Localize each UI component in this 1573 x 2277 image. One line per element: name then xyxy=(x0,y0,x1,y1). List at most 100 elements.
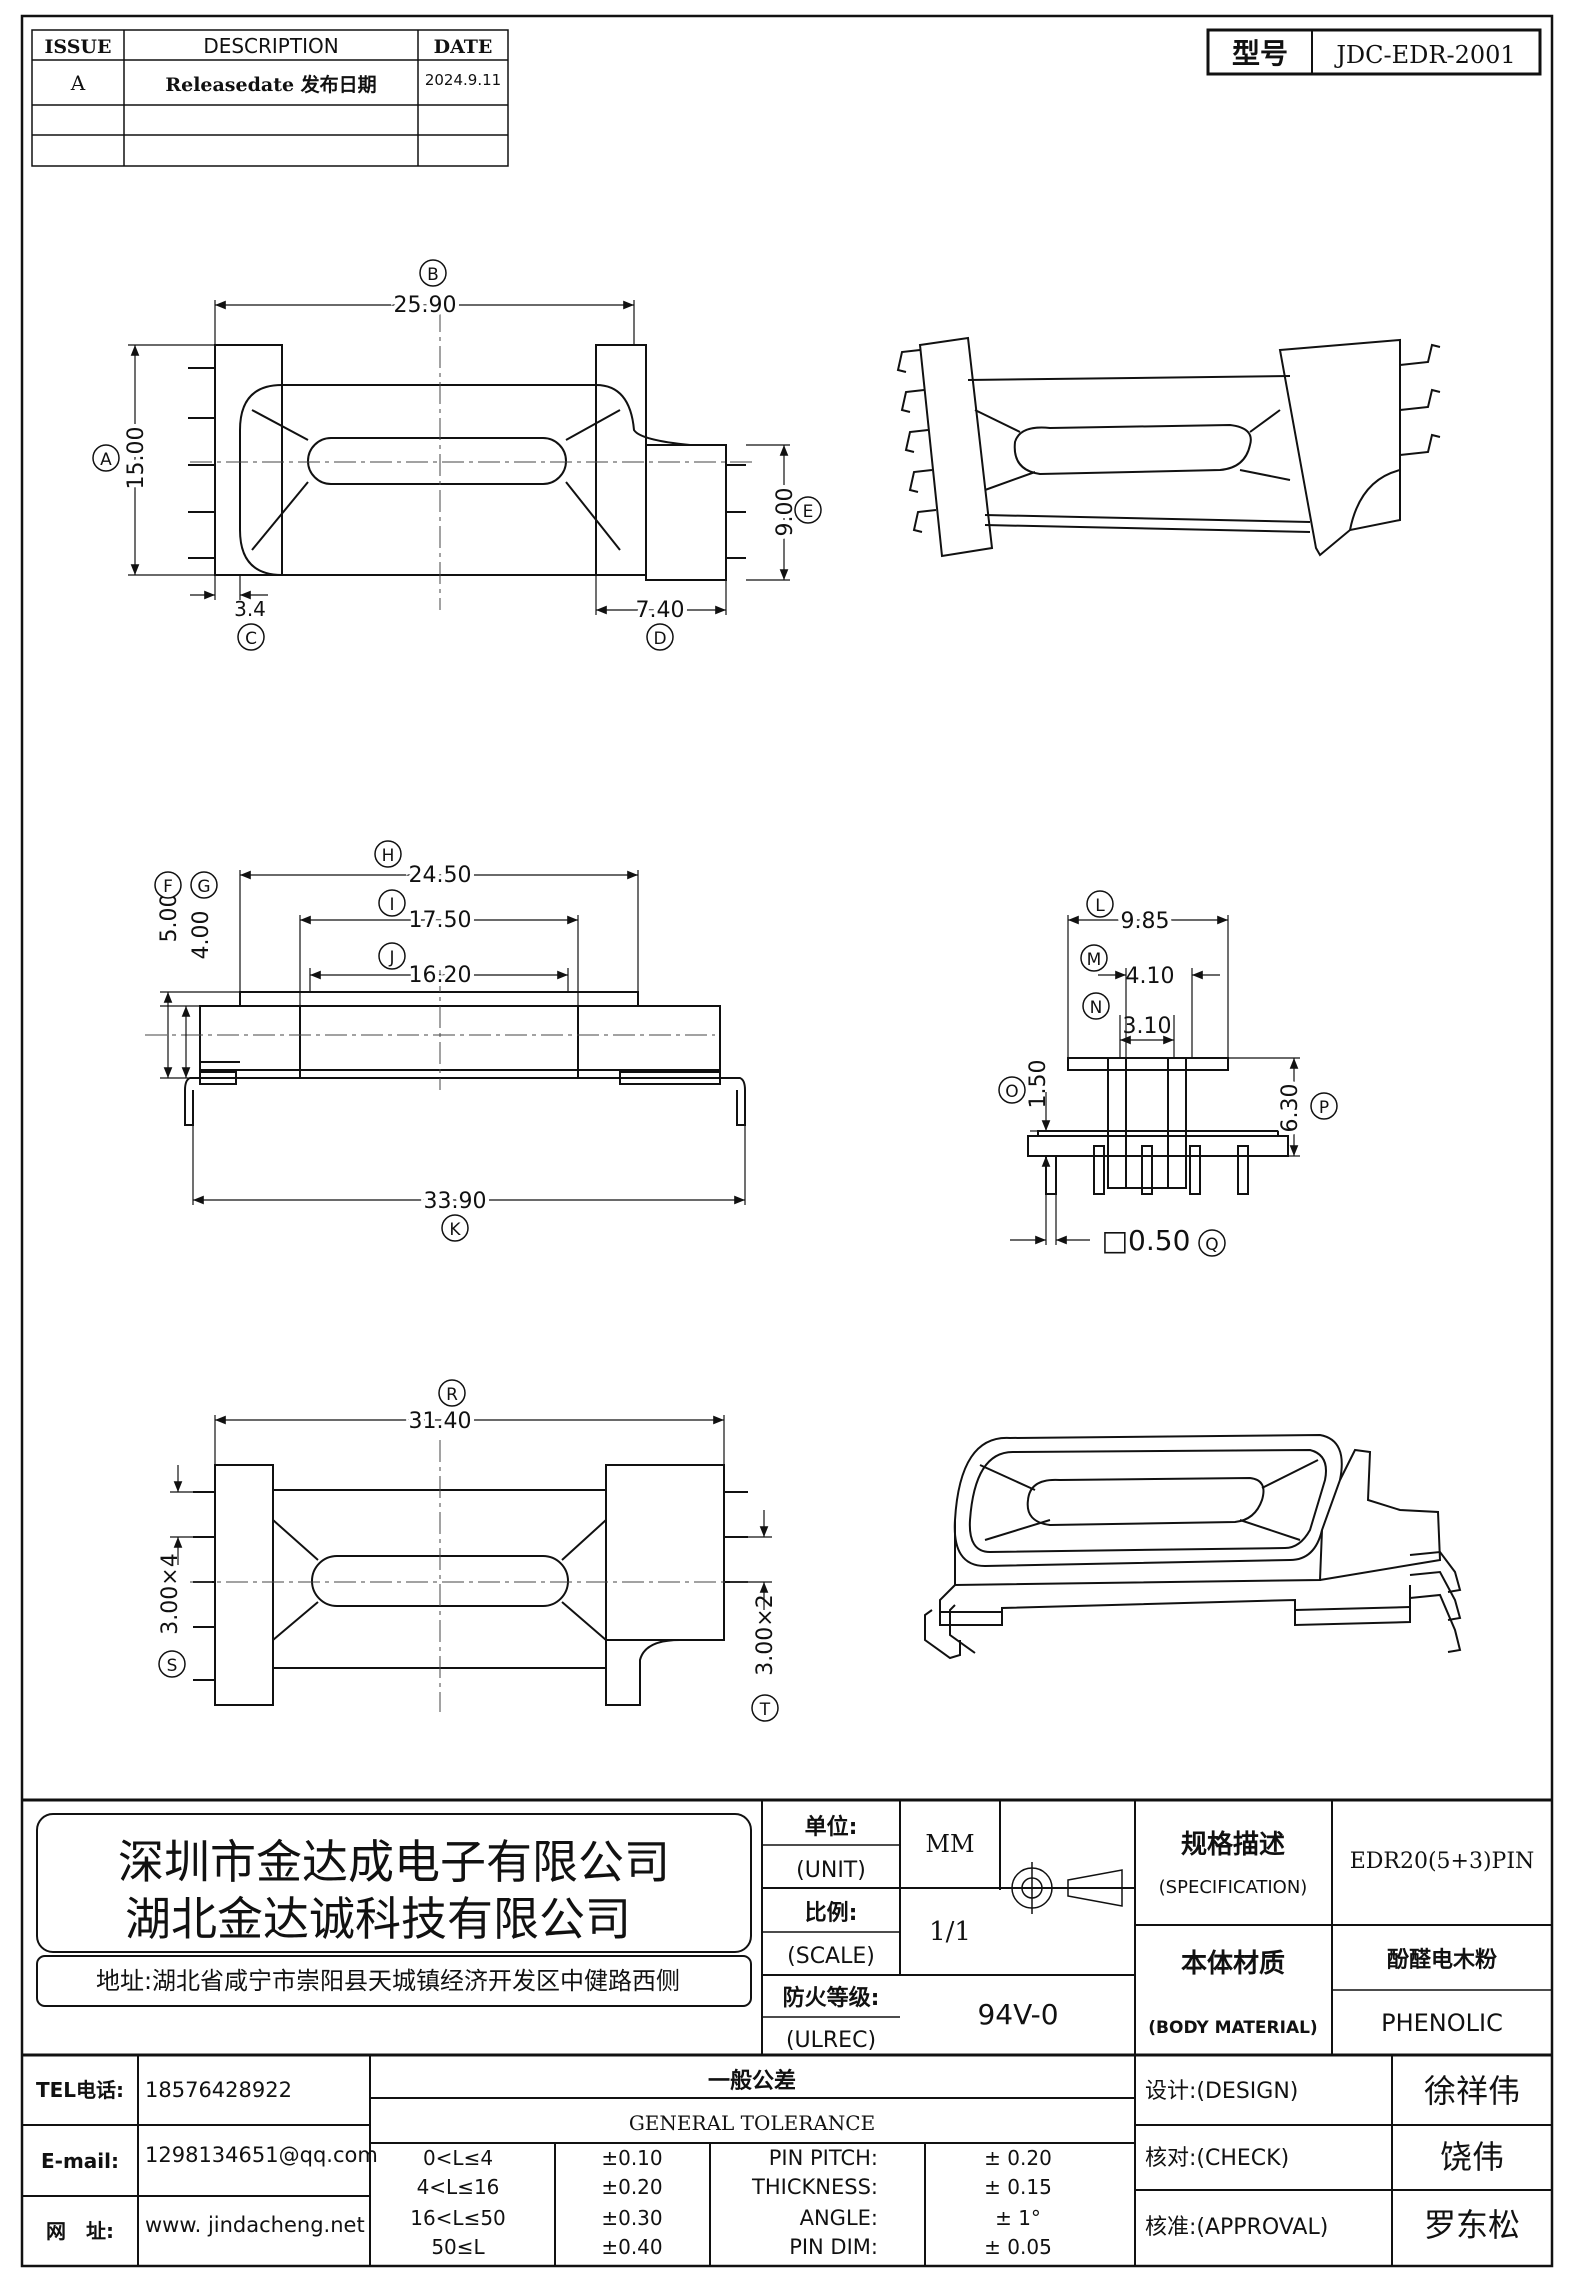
bottom-view-dims xyxy=(170,1415,772,1610)
title-block-lines xyxy=(22,1798,1552,2266)
top-view xyxy=(188,344,746,581)
model-value: JDC-EDR-2001 xyxy=(1333,41,1515,69)
scale-value: 1/1 xyxy=(929,1917,971,1947)
material-value-cn: 酚醛电木粉 xyxy=(1387,1948,1497,1973)
revision-table xyxy=(31,29,509,167)
spec-value: EDR20(5+3)PIN xyxy=(1350,1849,1535,1874)
spec-row-label-3: PIN DIM: xyxy=(789,2235,878,2259)
tag-i: I xyxy=(389,895,394,915)
tolerance-title-cn: 一般公差 xyxy=(708,2068,796,2094)
dim-k-value: 33.90 xyxy=(424,1189,487,1214)
tolerance-range-0: 0<L≤4 xyxy=(423,2146,493,2170)
issue-cell: A xyxy=(70,71,86,95)
tag-d: D xyxy=(653,629,666,649)
unit-label-en: (UNIT) xyxy=(796,1858,866,1883)
scale-label-en: (SCALE) xyxy=(787,1944,875,1969)
tag-r: R xyxy=(446,1385,458,1405)
tag-m: M xyxy=(1087,950,1102,970)
top-view-dims xyxy=(128,300,790,615)
end-view xyxy=(1027,1057,1289,1195)
dim-d-value: 7.40 xyxy=(636,598,685,623)
tolerance-value-2: ±0.30 xyxy=(601,2206,662,2230)
dim-i-value: 17.50 xyxy=(409,908,472,933)
dim-s-value: 3.00×4 xyxy=(158,1553,183,1634)
tag-p: P xyxy=(1319,1098,1329,1118)
company-name-1: 深圳市金达成电子有限公司 xyxy=(118,1835,670,1889)
sheet-border xyxy=(20,14,1554,2268)
dim-m-value: 4.10 xyxy=(1126,964,1175,989)
tag-e: E xyxy=(803,502,814,522)
tag-h: H xyxy=(382,846,395,866)
dim-e-value: 9.00 xyxy=(773,488,798,537)
dim-h-value: 24.50 xyxy=(409,863,472,888)
spec-row-label-2: ANGLE: xyxy=(800,2206,878,2230)
tag-f: F xyxy=(163,877,173,897)
dim-f-value: 5.00 xyxy=(157,894,182,943)
web-value: www. jindacheng.net xyxy=(145,2213,365,2237)
dim-g-value: 4.00 xyxy=(189,911,214,960)
spec-row-label-1: THICKNESS: xyxy=(751,2175,878,2199)
date-header: DATE xyxy=(434,36,493,58)
dim-b-value: 25.90 xyxy=(394,293,457,318)
approval-label: 核准:(APPROVAL) xyxy=(1145,2215,1328,2240)
spec-label-cn: 规格描述 xyxy=(1181,1829,1285,1860)
tag-g: G xyxy=(197,877,210,897)
tolerance-title-en: GENERAL TOLERANCE xyxy=(629,2111,875,2135)
tag-circles-view3 xyxy=(998,890,1338,1257)
tag-circles-view1 xyxy=(92,259,822,651)
spec-row-value-3: ± 0.05 xyxy=(984,2235,1052,2259)
fire-label-cn: 防火等级: xyxy=(783,1985,880,2011)
tolerance-value-3: ±0.40 xyxy=(601,2235,662,2259)
unit-value: MM xyxy=(925,1830,974,1858)
side-view-centerline xyxy=(145,970,715,1090)
tag-circles-view4 xyxy=(158,1379,779,1722)
end-view-dims xyxy=(1010,915,1300,1245)
design-value: 徐祥伟 xyxy=(1424,2072,1520,2110)
tolerance-value-0: ±0.10 xyxy=(601,2146,662,2170)
tag-s: S xyxy=(167,1656,178,1676)
tolerance-value-1: ±0.20 xyxy=(601,2175,662,2199)
tag-l: L xyxy=(1095,896,1105,916)
web-label: 网 址: xyxy=(46,2219,114,2243)
scale-label-cn: 比例: xyxy=(805,1901,858,1926)
iso-view-bottom xyxy=(924,1433,1462,1660)
tag-a: A xyxy=(100,450,112,470)
tag-circles-view2 xyxy=(154,840,469,1242)
dim-n-value: 3.10 xyxy=(1123,1014,1172,1039)
fire-label-en: (ULREC) xyxy=(786,2028,876,2053)
spec-row-value-2: ± 1° xyxy=(995,2206,1041,2230)
model-box xyxy=(1206,28,1542,76)
company-address: 地址:湖北省咸宁市崇阳县天城镇经济开发区中健路西侧 xyxy=(96,1967,680,1995)
spec-label-en: (SPECIFICATION) xyxy=(1159,1877,1308,1898)
top-view-centerlines xyxy=(190,310,752,610)
issue-header: ISSUE xyxy=(45,36,112,58)
material-label-en: (BODY MATERIAL) xyxy=(1148,2018,1317,2038)
email-label: E-mail: xyxy=(41,2149,119,2173)
side-view xyxy=(184,991,746,1126)
tag-q: Q xyxy=(1205,1235,1218,1255)
model-label: 型号 xyxy=(1232,37,1288,70)
description-header: DESCRIPTION xyxy=(203,34,338,58)
projection-symbol-icon xyxy=(1006,1862,1123,1914)
tag-b: B xyxy=(427,265,439,285)
dim-r-value: 31.40 xyxy=(409,1409,472,1434)
check-label: 核对:(CHECK) xyxy=(1145,2146,1289,2171)
spec-row-label-0: PIN PITCH: xyxy=(769,2146,878,2170)
email-value: 1298134651@qq.com xyxy=(145,2143,378,2167)
dim-p-value: 6.30 xyxy=(1278,1084,1303,1133)
material-value-en: PHENOLIC xyxy=(1381,2009,1503,2037)
dim-a-value: 15.00 xyxy=(124,427,149,490)
tel-value: 18576428922 xyxy=(145,2078,292,2102)
tolerance-range-1: 4<L≤16 xyxy=(417,2175,500,2199)
dim-c-value: 3.4 xyxy=(234,597,266,621)
unit-label-cn: 单位: xyxy=(805,1814,858,1840)
date-cell: 2024.9.11 xyxy=(425,71,501,89)
tag-n: N xyxy=(1090,998,1103,1018)
dim-l-value: 9.85 xyxy=(1121,909,1170,934)
approval-value: 罗东松 xyxy=(1424,2206,1520,2244)
dim-q-value: □0.50 xyxy=(1102,1224,1191,1257)
dim-t-value: 3.00×2 xyxy=(753,1594,778,1675)
tag-c: C xyxy=(245,629,257,649)
tel-label: TEL电话: xyxy=(36,2078,124,2102)
